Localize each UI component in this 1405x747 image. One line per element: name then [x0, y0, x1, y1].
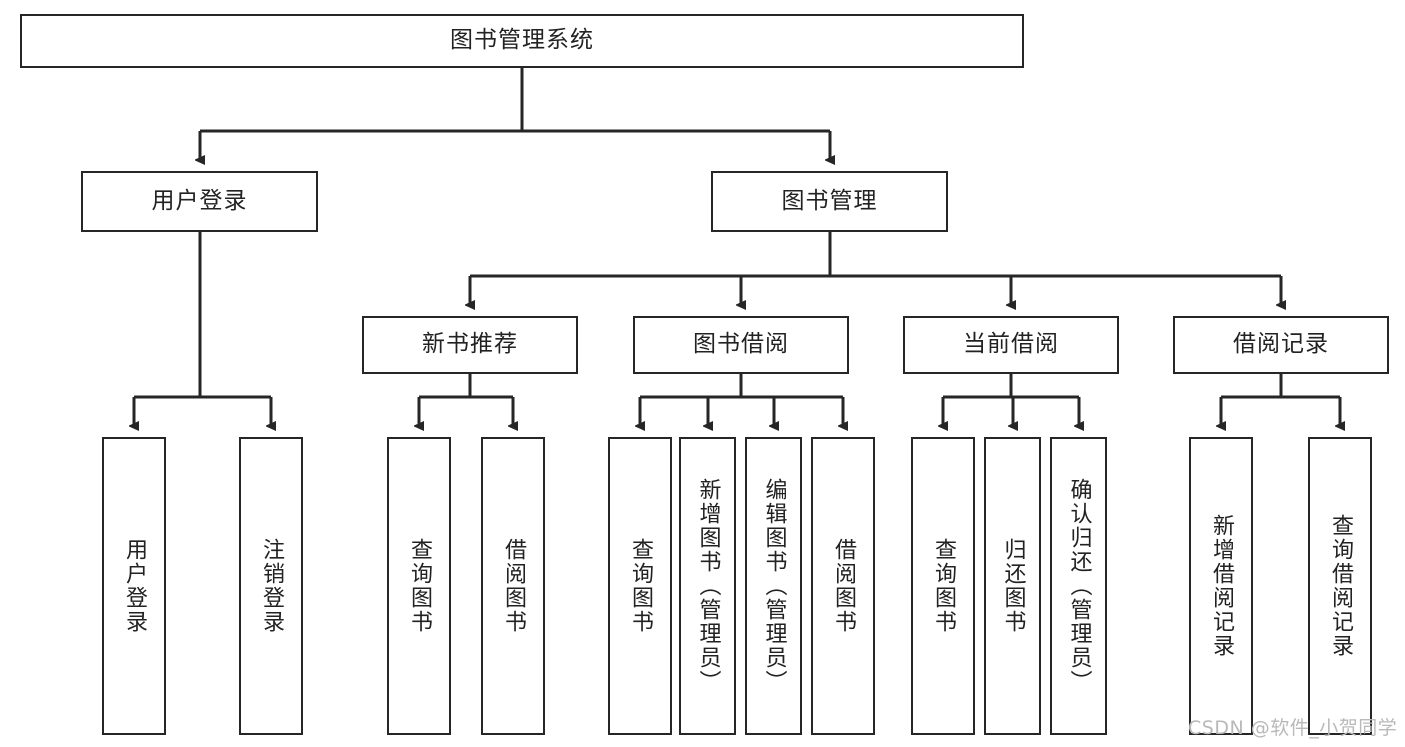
node-label: 用户登录	[121, 538, 147, 634]
node-label: 查询借阅记录	[1327, 514, 1353, 658]
node-leaf-return: 归还图书	[984, 437, 1041, 735]
node-label: 归还图书	[1000, 538, 1026, 634]
node-leaf-query-rec: 查询借阅记录	[1308, 437, 1372, 735]
node-root: 图书管理系统	[20, 14, 1024, 68]
node-leaf-add-rec: 新增借阅记录	[1189, 437, 1253, 735]
watermark-text: CSDN @软件_小贺同学	[1188, 717, 1398, 739]
node-leaf-logout: 注销登录	[239, 437, 303, 735]
node-leaf-confirm: 确认归还（管理员）	[1050, 437, 1107, 735]
node-label: 借阅图书	[500, 538, 526, 634]
node-label: 查询图书	[627, 538, 653, 634]
node-leaf-borrow-2: 借阅图书	[811, 437, 875, 735]
node-label: 确认归还（管理员）	[1066, 478, 1092, 694]
node-new-book-rec: 新书推荐	[362, 316, 578, 374]
node-label: 新增借阅记录	[1208, 514, 1234, 658]
node-label: 借阅图书	[830, 538, 856, 634]
node-user-login: 用户登录	[81, 171, 318, 232]
node-label: 查询图书	[406, 538, 432, 634]
node-label: 查询图书	[930, 538, 956, 634]
node-leaf-query-1: 查询图书	[387, 437, 451, 735]
node-label: 新增图书（管理员）	[695, 478, 721, 694]
node-leaf-query-2: 查询图书	[608, 437, 672, 735]
node-book-borrow: 图书借阅	[633, 316, 849, 374]
node-borrow-record: 借阅记录	[1173, 316, 1389, 374]
node-label: 注销登录	[258, 538, 284, 634]
node-book-manage: 图书管理	[711, 171, 948, 232]
node-leaf-add-book: 新增图书（管理员）	[679, 437, 736, 735]
node-leaf-borrow-1: 借阅图书	[481, 437, 545, 735]
node-leaf-user-login: 用户登录	[102, 437, 166, 735]
node-current-borrow: 当前借阅	[903, 316, 1119, 374]
node-leaf-query-3: 查询图书	[911, 437, 975, 735]
node-label: 编辑图书（管理员）	[761, 478, 787, 694]
node-leaf-edit-book: 编辑图书（管理员）	[745, 437, 802, 735]
